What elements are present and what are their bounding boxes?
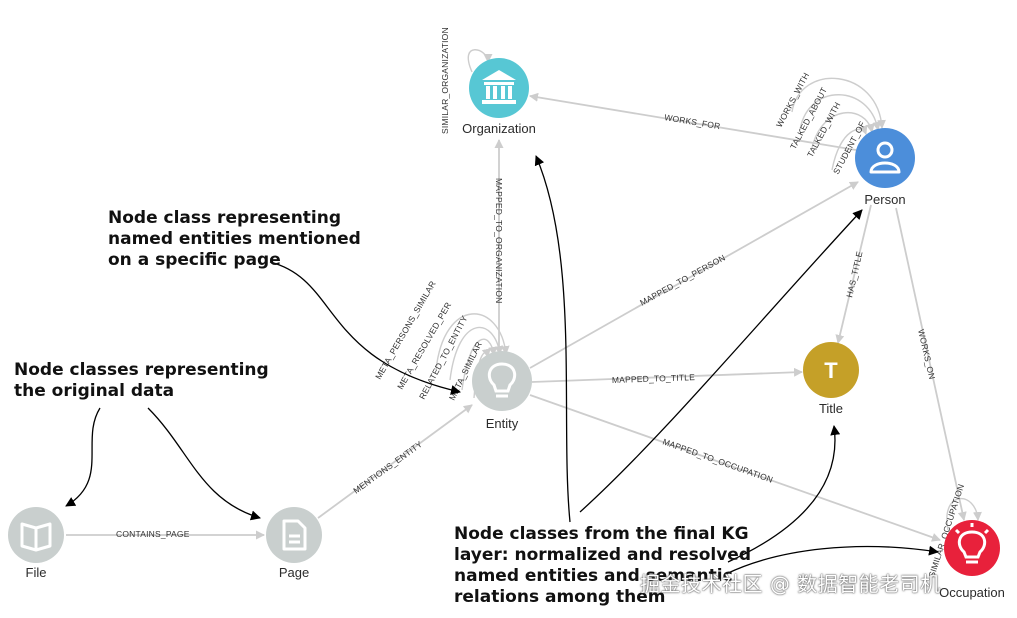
annotation-line: the original data: [14, 381, 175, 401]
annotation-line: relations among them: [454, 587, 666, 607]
edges: WORKS_FOR MAPPED_TO_ORGANIZATION MAPPED_…: [66, 27, 982, 579]
book-icon: [20, 522, 52, 552]
annotation-original-data: Node classes representing the original d…: [14, 360, 269, 402]
callout-arrow-to-entity: [269, 261, 461, 395]
edge-label-mapped-to-person: MAPPED_TO_PERSON: [638, 252, 727, 307]
callout-arrows: [65, 155, 939, 575]
callout-arrow-to-organization: [534, 155, 571, 523]
edge-label-has-title: HAS_TITLE: [844, 250, 864, 298]
edge-mapped-to-person: [529, 181, 859, 369]
annotation-line: Node classes representing: [14, 360, 269, 380]
edge-student-of-loop: [831, 124, 868, 171]
annotation-line: layer: normalized and resolved: [454, 545, 751, 565]
callout-arrow-to-title: [727, 425, 841, 563]
title-letter-icon: T: [824, 358, 838, 383]
node-file[interactable]: File: [8, 507, 64, 580]
edge-label-contains-page: CONTAINS_PAGE: [116, 529, 190, 539]
edge-works-with-loop: [791, 77, 886, 129]
node-page[interactable]: Page: [266, 507, 322, 580]
node-label-occupation: Occupation: [939, 585, 1005, 600]
callout-arrow-to-file: [65, 407, 101, 507]
edge-related-to-entity-loop: [461, 338, 498, 391]
node-label-title: Title: [819, 401, 843, 416]
node-label-page: Page: [279, 565, 309, 580]
node-label-organization: Organization: [462, 121, 536, 136]
edge-works-for: [529, 92, 857, 151]
edge-label-works-for: WORKS_FOR: [664, 112, 721, 131]
edge-meta-resolved-per-loop: [449, 326, 504, 381]
document-icon: [282, 519, 307, 551]
lightbulb-icon: [954, 523, 990, 564]
edge-talked-about-loop: [799, 94, 882, 131]
edge-similar-occupation-loop: [946, 497, 982, 531]
edge-meta-persons-similar-loop: [435, 313, 510, 371]
annotation-named-entities: Node class representing named entities m…: [108, 208, 361, 271]
node-entity[interactable]: Entity: [472, 351, 532, 431]
node-title[interactable]: T Title: [803, 342, 859, 416]
annotation-line: Node class representing: [108, 208, 342, 228]
lightbulb-icon: [487, 362, 517, 398]
edge-label-mapped-to-occupation: MAPPED_TO_OCCUPATION: [661, 436, 774, 484]
annotation-line: on a specific page: [108, 250, 281, 270]
node-organization[interactable]: Organization: [462, 58, 536, 136]
edge-mentions-entity: [317, 404, 473, 519]
person-icon: [869, 141, 901, 174]
annotation-line: named entities mentioned: [108, 229, 361, 249]
node-occupation[interactable]: Occupation: [939, 520, 1005, 600]
callout-arrow-to-page: [147, 407, 261, 521]
edge-label-mapped-to-organization: MAPPED_TO_ORGANIZATION: [494, 178, 504, 303]
edge-label-similar-organization: SIMILAR_ORGANIZATION: [440, 27, 450, 134]
edge-label-works-on: WORKS_ON: [916, 328, 937, 380]
callout-arrow-to-occupation: [725, 545, 939, 575]
callout-arrow-to-person: [579, 209, 863, 513]
node-label-person: Person: [864, 192, 905, 207]
watermark: 掘金技术社区 @ 数据智能老司机: [640, 572, 941, 596]
annotation-line: Node classes from the final KG: [454, 524, 749, 544]
edge-mapped-to-title: [531, 367, 803, 383]
node-label-entity: Entity: [486, 416, 519, 431]
edge-label-mapped-to-title: MAPPED_TO_TITLE: [612, 372, 696, 385]
edge-has-title: [835, 204, 872, 344]
annotation-final-kg: Node classes from the final KG layer: no…: [454, 524, 751, 608]
edge-mapped-to-occupation: [529, 394, 941, 542]
bank-icon: [482, 70, 516, 104]
annotation-line: named entities and semantic: [454, 566, 733, 586]
edge-label-mentions-entity: MENTIONS_ENTITY: [351, 439, 424, 496]
edge-similar-organization-loop: [467, 49, 493, 73]
node-label-file: File: [26, 565, 47, 580]
edge-talked-with-loop: [811, 111, 875, 149]
node-person[interactable]: Person: [855, 128, 915, 207]
edge-works-on: [895, 207, 967, 521]
